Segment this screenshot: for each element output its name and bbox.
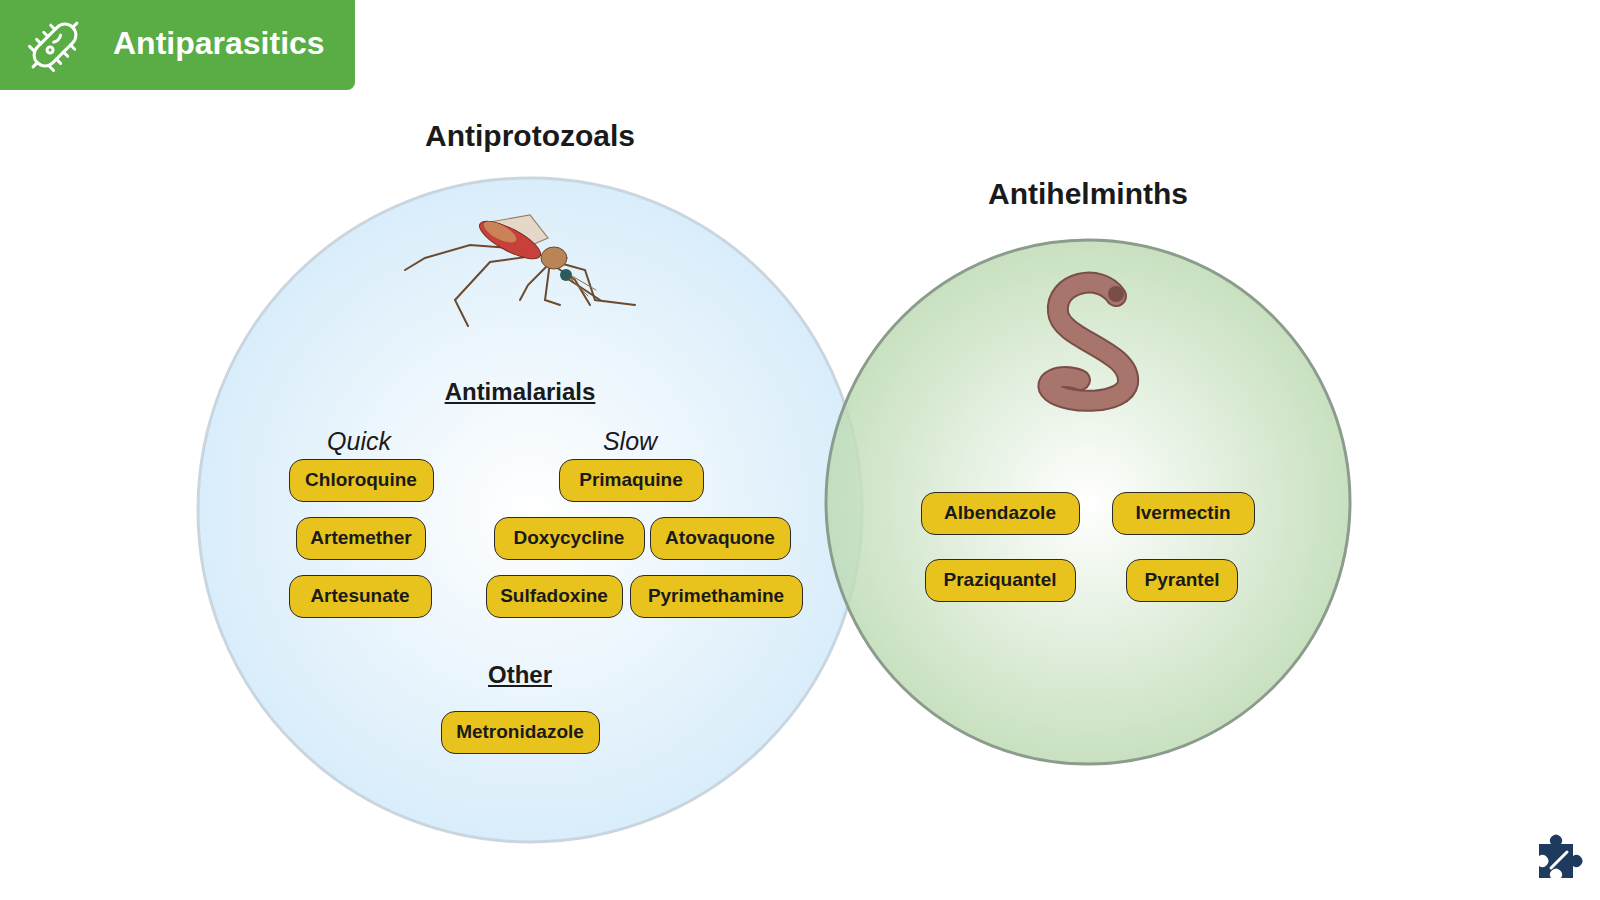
subgroup-label: Slow <box>603 427 657 456</box>
drug-name: Artemether <box>310 527 411 549</box>
drug-name: Ivermectin <box>1135 502 1230 524</box>
group-heading: Antiprotozoals <box>425 119 635 153</box>
drug-pill: Artesunate <box>289 575 432 618</box>
drug-pill: Praziquantel <box>925 559 1076 602</box>
group-circle: AntihelminthsAlbendazoleIvermectinPraziq… <box>824 238 1352 766</box>
circle-outline <box>824 238 1352 766</box>
drug-pill: Pyrimethamine <box>630 575 803 618</box>
drug-name: Praziquantel <box>944 569 1057 591</box>
section-heading: Other <box>488 661 552 689</box>
drug-name: Chloroquine <box>305 469 417 491</box>
drug-pill: Doxycycline <box>494 517 645 560</box>
drug-pill: Sulfadoxine <box>486 575 623 618</box>
title-banner: Antiparasitics <box>0 0 355 90</box>
drug-name: Artesunate <box>310 585 409 607</box>
drug-pill: Primaquine <box>559 459 704 502</box>
section-heading: Antimalarials <box>445 378 596 406</box>
drug-name: Metronidazole <box>456 721 584 743</box>
drug-pill: Ivermectin <box>1112 492 1255 535</box>
group-circle: AntiprotozoalsChloroquineArtemetherArtes… <box>196 176 864 844</box>
drug-pill: Atovaquone <box>650 517 791 560</box>
drug-name: Sulfadoxine <box>500 585 608 607</box>
subgroup-label: Quick <box>327 427 391 456</box>
drug-name: Atovaquone <box>665 527 775 549</box>
drug-pill: Albendazole <box>921 492 1080 535</box>
drug-name: Albendazole <box>944 502 1056 524</box>
group-heading: Antihelminths <box>988 177 1188 211</box>
page-title: Antiparasitics <box>113 25 325 62</box>
mosquito-illustration <box>405 214 635 326</box>
drug-pill: Artemether <box>296 517 426 560</box>
drug-name: Primaquine <box>579 469 682 491</box>
worm-illustration <box>1048 283 1128 401</box>
drug-pill: Metronidazole <box>441 711 600 754</box>
drug-name: Doxycycline <box>514 527 625 549</box>
drug-name: Pyrimethamine <box>648 585 784 607</box>
drug-pill: Pyrantel <box>1126 559 1238 602</box>
bacteria-icon <box>22 12 88 78</box>
drug-pill: Chloroquine <box>289 459 434 502</box>
logo-icon <box>1539 835 1582 878</box>
drug-name: Pyrantel <box>1145 569 1220 591</box>
